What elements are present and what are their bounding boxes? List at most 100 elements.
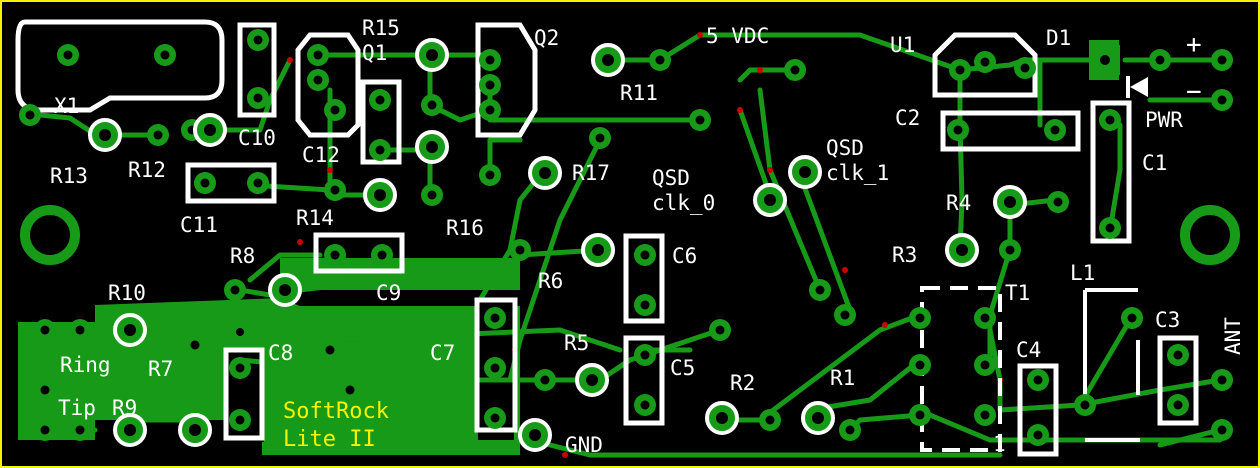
label-c10: C10: [238, 126, 276, 150]
pad-hole: [1217, 55, 1227, 65]
pad-hole: [1005, 245, 1015, 255]
c1-outline: [1090, 100, 1132, 244]
pad-hole: [485, 80, 495, 90]
label-r16: R16: [446, 216, 484, 240]
c4-outline: [1017, 363, 1059, 457]
pad-hole: [840, 310, 850, 320]
pad-hole: [799, 166, 811, 178]
pad-hole: [1004, 196, 1016, 208]
label-r5: R5: [564, 331, 589, 355]
pad-hole: [377, 250, 387, 260]
pad-hole: [345, 385, 355, 395]
label-q1: Q1: [362, 41, 387, 65]
pad-hole: [426, 49, 438, 61]
pad-hole: [190, 340, 200, 350]
pad-hole: [1100, 55, 1110, 65]
q1-outline: [295, 32, 361, 138]
pad-hole: [790, 65, 800, 75]
label-c12: C12: [302, 143, 340, 167]
pad-hole: [40, 325, 50, 335]
label-r6: R6: [538, 269, 563, 293]
c2-outline: [940, 110, 1081, 152]
pad-hole: [640, 300, 650, 310]
pad-hole: [956, 244, 968, 256]
label-c8: C8: [268, 341, 293, 365]
pad-hole: [640, 250, 650, 260]
label-r15: R15: [362, 16, 400, 40]
pad-hole: [715, 325, 725, 335]
label-r12: R12: [128, 158, 166, 182]
q2-outline: [475, 22, 538, 138]
label-r10: R10: [108, 281, 146, 305]
pad-hole: [40, 385, 50, 395]
pad-hole: [1033, 375, 1043, 385]
pad-hole: [955, 65, 965, 75]
pad-hole: [765, 415, 775, 425]
pad-hole: [490, 363, 500, 373]
c5-outline: [623, 335, 665, 426]
pad-hole: [375, 95, 385, 105]
label-qsd-clk0-a: QSD: [652, 166, 690, 190]
pad-hole: [815, 285, 825, 295]
pad-hole: [1127, 313, 1137, 323]
c10-outline: [237, 22, 277, 118]
pad-hole: [160, 50, 170, 60]
label-r14: R14: [296, 206, 334, 230]
label-t1: T1: [1005, 281, 1030, 305]
t1-outline: [920, 286, 1002, 452]
pad-hole: [953, 125, 963, 135]
label-ant: ANT: [1221, 317, 1245, 355]
label-qsd-clk1-a: QSD: [826, 136, 864, 160]
pad-hole: [640, 400, 650, 410]
pad-hole: [1173, 400, 1183, 410]
pad-hole: [764, 194, 776, 206]
pad-hole: [375, 145, 385, 155]
label-pwr: PWR: [1145, 108, 1183, 132]
pad-hole: [592, 244, 604, 256]
pad-hole: [1105, 223, 1115, 233]
label-minus: −: [1186, 77, 1202, 107]
pad-hole: [845, 425, 855, 435]
pad-hole: [1020, 63, 1030, 73]
label-ring: Ring: [60, 353, 111, 377]
pad-hole: [640, 350, 650, 360]
pad-hole: [485, 105, 495, 115]
diode-icon: [1126, 76, 1148, 98]
pad-hole: [586, 374, 598, 386]
label-l1: L1: [1070, 261, 1095, 285]
silkscreen-labels: X1 R13 R12 C10 C11 C12 R15 Q1 Q2 R11 R14…: [50, 16, 1245, 457]
label-qsd-clk0-b: clk_0: [652, 191, 715, 215]
pad-hole: [490, 413, 500, 423]
label-one: 1: [993, 432, 1006, 456]
pad-hole: [253, 93, 263, 103]
label-u1: U1: [890, 33, 915, 57]
pad-hole: [812, 412, 824, 424]
label-r8: R8: [230, 244, 255, 268]
label-r4: R4: [946, 191, 971, 215]
pad-hole: [75, 425, 85, 435]
c12-outline: [360, 79, 402, 165]
pad-hole: [915, 360, 925, 370]
label-c11: C11: [180, 213, 218, 237]
c8-outline: [223, 347, 265, 441]
pad-hole: [253, 178, 263, 188]
label-c6: C6: [672, 244, 697, 268]
pad-hole: [1217, 375, 1227, 385]
pad-hole: [529, 429, 541, 441]
pad-hole: [539, 167, 551, 179]
pad-hole: [189, 424, 201, 436]
pad-hole: [655, 55, 665, 65]
pad-hole: [1173, 350, 1183, 360]
pad-hole: [915, 410, 925, 420]
c9-outline: [313, 232, 405, 274]
label-plus: +: [1186, 30, 1202, 60]
pad-hole: [716, 412, 728, 424]
label-c3: C3: [1155, 308, 1180, 332]
component-outlines: [15, 19, 1199, 457]
pad-hole: [980, 57, 990, 67]
title-line1: SoftRock: [283, 399, 389, 424]
pad-hole: [63, 50, 73, 60]
label-c7: C7: [430, 341, 455, 365]
pad-hole: [40, 425, 50, 435]
